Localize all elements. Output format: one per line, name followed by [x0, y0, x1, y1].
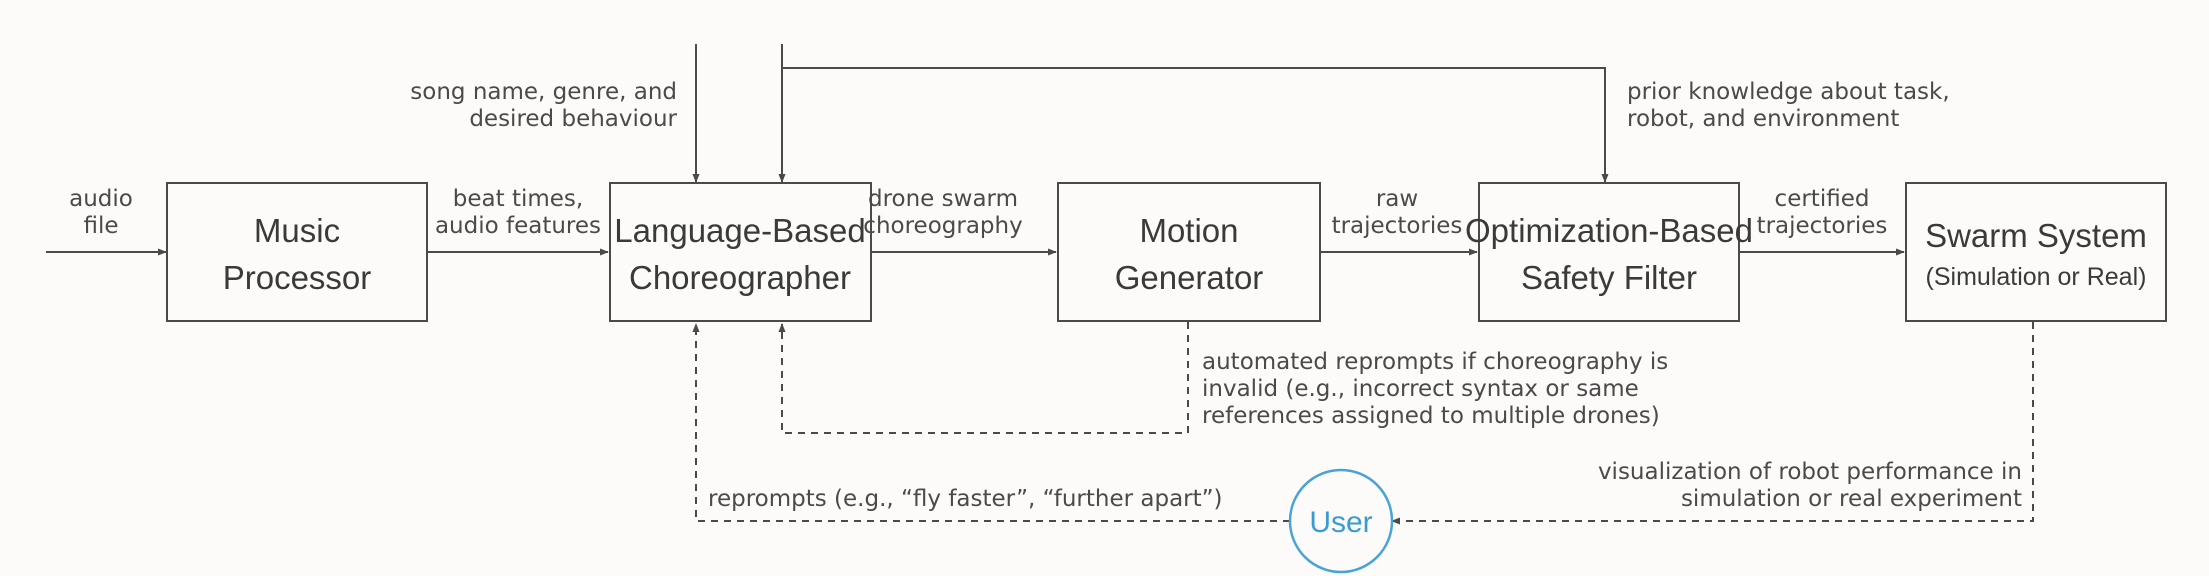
- arrow-automated-reprompts: [778, 322, 1189, 434]
- motion-generator-line1: Motion: [1139, 212, 1238, 249]
- reprompts-label: reprompts (e.g., “fly faster”, “further …: [708, 486, 1223, 512]
- automated-reprompts-label-3: references assigned to multiple drones): [1202, 403, 1660, 429]
- user-node: User: [1288, 468, 1394, 574]
- safety-filter-box: Optimization-Based Safety Filter: [1465, 182, 1753, 322]
- motion-generator-box: Motion Generator: [1057, 182, 1321, 322]
- certified-trajectories-label-1: certified: [1775, 186, 1870, 212]
- song-info-label-2: desired behaviour: [469, 106, 677, 132]
- prior-knowledge-label-1: prior knowledge about task,: [1627, 79, 1950, 105]
- safety-filter-line1: Optimization-Based: [1465, 212, 1753, 249]
- automated-reprompts-label-1: automated reprompts if choreography is: [1202, 349, 1668, 375]
- raw-trajectories-label-2: trajectories: [1332, 213, 1463, 239]
- beat-times-label-1: beat times,: [453, 186, 583, 212]
- choreographer-box: Language-Based Choreographer: [609, 182, 872, 322]
- choreographer-line2: Choreographer: [629, 259, 851, 296]
- swarm-system-line2: (Simulation or Real): [1926, 263, 2147, 291]
- arrow-user-reprompts: [692, 323, 1290, 522]
- music-processor-line2: Processor: [223, 259, 372, 296]
- music-processor-box: Music Processor: [166, 182, 428, 322]
- visualization-label-1: visualization of robot performance in: [1598, 459, 2022, 485]
- motion-generator-line2: Generator: [1115, 259, 1264, 296]
- automated-reprompts-label-2: invalid (e.g., incorrect syntax or same: [1202, 376, 1639, 402]
- music-processor-line1: Music: [254, 212, 340, 249]
- choreographer-line1: Language-Based: [614, 212, 865, 249]
- audio-file-label-1: audio: [69, 186, 133, 212]
- prior-knowledge-label-2: robot, and environment: [1627, 106, 1899, 132]
- swarm-system-box: Swarm System (Simulation or Real): [1905, 182, 2167, 322]
- choreography-label-1: drone swarm: [868, 186, 1018, 212]
- certified-trajectories-label-2: trajectories: [1757, 213, 1888, 239]
- choreography-label-2: choreography: [863, 213, 1022, 239]
- song-info-label-1: song name, genre, and: [410, 79, 677, 105]
- visualization-label-2: simulation or real experiment: [1681, 486, 2022, 512]
- arrow-prior-knowledge: [781, 44, 1609, 183]
- audio-file-label-2: file: [83, 213, 118, 239]
- beat-times-label-2: audio features: [435, 213, 601, 239]
- user-label: User: [1309, 506, 1372, 539]
- raw-trajectories-label-1: raw: [1376, 186, 1418, 212]
- arrow-visualization: [1391, 322, 2034, 525]
- swarm-system-line1: Swarm System: [1925, 217, 2147, 254]
- safety-filter-line2: Safety Filter: [1521, 259, 1697, 296]
